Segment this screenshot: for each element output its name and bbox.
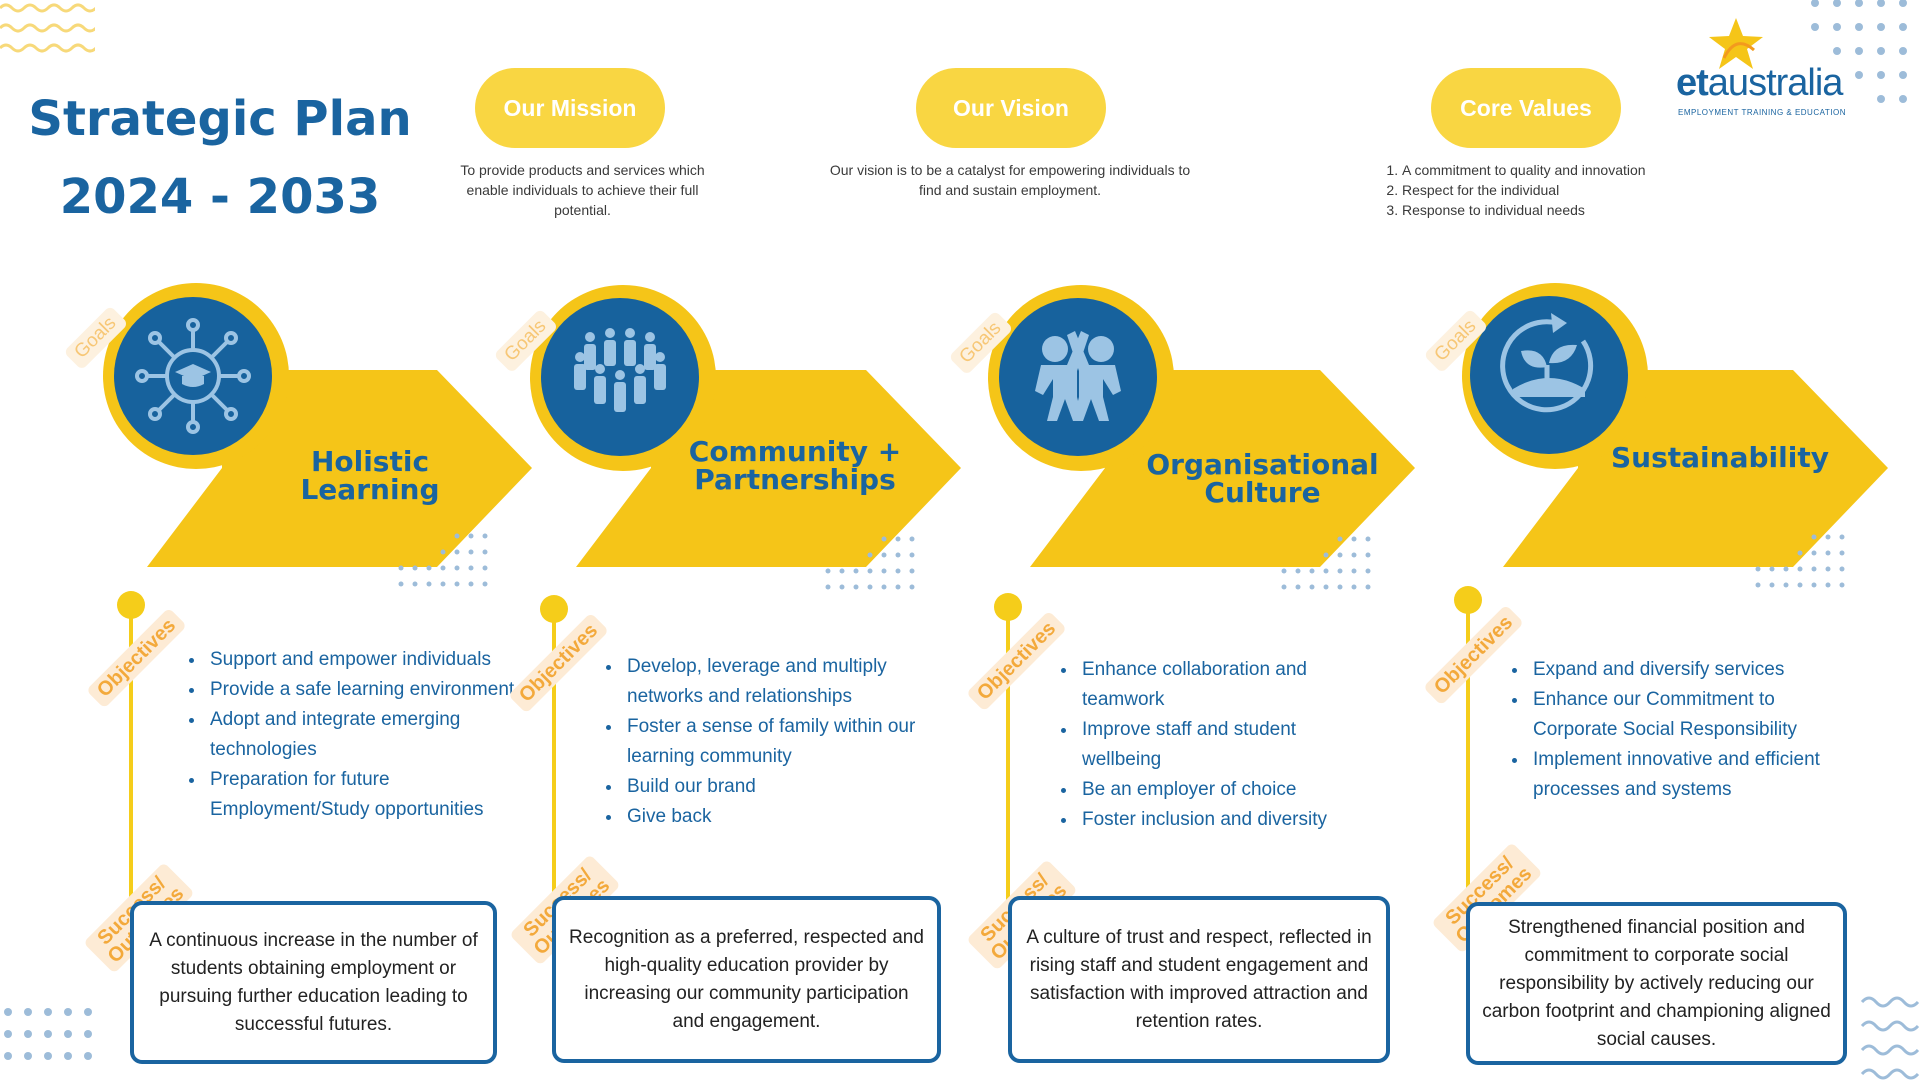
dots-decoration-3 (1281, 536, 1371, 590)
objective-item: Enhance collaboration and teamwork (1078, 655, 1368, 715)
objective-item: Build our brand (623, 772, 958, 802)
objectives-list-4: Expand and diversify services Enhance ou… (1511, 655, 1849, 805)
wave-decoration-bottom-right (1860, 996, 1920, 1080)
objective-item: Support and empower individuals (206, 645, 526, 675)
values-item: A commitment to quality and innovation (1402, 160, 1702, 180)
logo-brand-rest: australia (1707, 62, 1844, 104)
objective-item: Preparation for future Employment/Study … (206, 765, 526, 825)
goal-title-4: Sustainability (1605, 444, 1835, 472)
logo-wordmark: etaustralia (1676, 62, 1844, 105)
values-list: A commitment to quality and innovation R… (1380, 160, 1702, 220)
outcome-box-1: A continuous increase in the number of s… (130, 901, 497, 1064)
logo-brand-bold: et (1676, 62, 1709, 104)
objective-item: Foster inclusion and diversity (1078, 805, 1368, 835)
timeline-line-4 (1466, 605, 1470, 905)
objectives-list-2: Develop, leverage and multiply networks … (605, 652, 958, 832)
objective-item: Develop, leverage and multiply networks … (623, 652, 958, 712)
values-pill: Core Values (1431, 68, 1621, 148)
mission-text: To provide products and services which e… (460, 162, 705, 218)
logo-tagline: EMPLOYMENT TRAINING & EDUCATION (1678, 108, 1846, 117)
objective-item: Expand and diversify services (1529, 655, 1849, 685)
outcome-box-4: Strengthened financial position and comm… (1466, 902, 1847, 1065)
goal-title-2: Community + Partnerships (660, 438, 930, 494)
values-item: Respect for the individual (1402, 180, 1702, 200)
objective-item: Implement innovative and efficient proce… (1529, 745, 1849, 805)
page-title: Strategic Plan 2024 - 2033 (20, 80, 420, 236)
goal-title-line1: Organisational (1146, 448, 1379, 481)
goal-title-line1: Community + (688, 435, 902, 468)
objective-item: Foster a sense of family within our lear… (623, 712, 958, 772)
mission-pill: Our Mission (475, 68, 665, 148)
plant-cycle-icon (1500, 313, 1594, 413)
goal-icon-circle-3 (999, 298, 1157, 456)
goal-title-line1: Sustainability (1611, 441, 1829, 474)
objective-item: Enhance our Commitment to Corporate Soci… (1529, 685, 1849, 745)
objectives-tag-1: Objectives (85, 607, 188, 709)
goal-title-line2: Culture (1204, 476, 1321, 509)
objective-item: Improve staff and student wellbeing (1078, 715, 1368, 775)
objective-item: Provide a safe learning environment (206, 675, 526, 705)
values-item: Response to individual needs (1402, 200, 1702, 220)
dots-decoration-top-right (1811, 0, 1907, 103)
people-group-icon (574, 328, 666, 412)
timeline-line-1 (129, 610, 133, 910)
logo: etaustralia EMPLOYMENT TRAINING & EDUCAT… (1676, 16, 1846, 117)
star-icon (1709, 18, 1763, 69)
dots-decoration-bottom-left (4, 1008, 92, 1060)
objective-item: Be an employer of choice (1078, 775, 1368, 805)
objectives-list-3: Enhance collaboration and teamwork Impro… (1060, 655, 1368, 835)
goal-title-line2: Partnerships (694, 463, 896, 496)
dots-decoration-4 (1755, 534, 1845, 588)
outcome-box-2: Recognition as a preferred, respected an… (552, 896, 941, 1063)
page-title-line2: 2024 - 2033 (59, 169, 381, 225)
objectives-list-1: Support and empower individuals Provide … (188, 645, 526, 825)
goal-title-1: Holistic Learning (240, 448, 500, 504)
objective-item: Give back (623, 802, 958, 832)
vision-text: Our vision is to be a catalyst for empow… (829, 162, 1191, 198)
objective-item: Adopt and integrate emerging technologie… (206, 705, 526, 765)
timeline-line-2 (552, 614, 556, 912)
outcome-box-3: A culture of trust and respect, reflecte… (1008, 896, 1390, 1063)
objectives-tag-4: Objectives (1422, 604, 1525, 706)
goal-title-line1: Holistic Learning (300, 445, 440, 506)
goal-title-3: Organisational Culture (1125, 451, 1400, 507)
objectives-tag-3: Objectives (965, 610, 1068, 712)
vision-pill: Our Vision (916, 68, 1106, 148)
network-graduation-icon (135, 318, 251, 434)
high-five-icon (1035, 331, 1121, 421)
dots-decoration-2 (825, 536, 915, 590)
dots-decoration-1 (398, 533, 488, 587)
timeline-line-3 (1006, 612, 1010, 912)
page-title-line1: Strategic Plan (28, 91, 412, 147)
wave-decoration-top-left (0, 3, 95, 53)
